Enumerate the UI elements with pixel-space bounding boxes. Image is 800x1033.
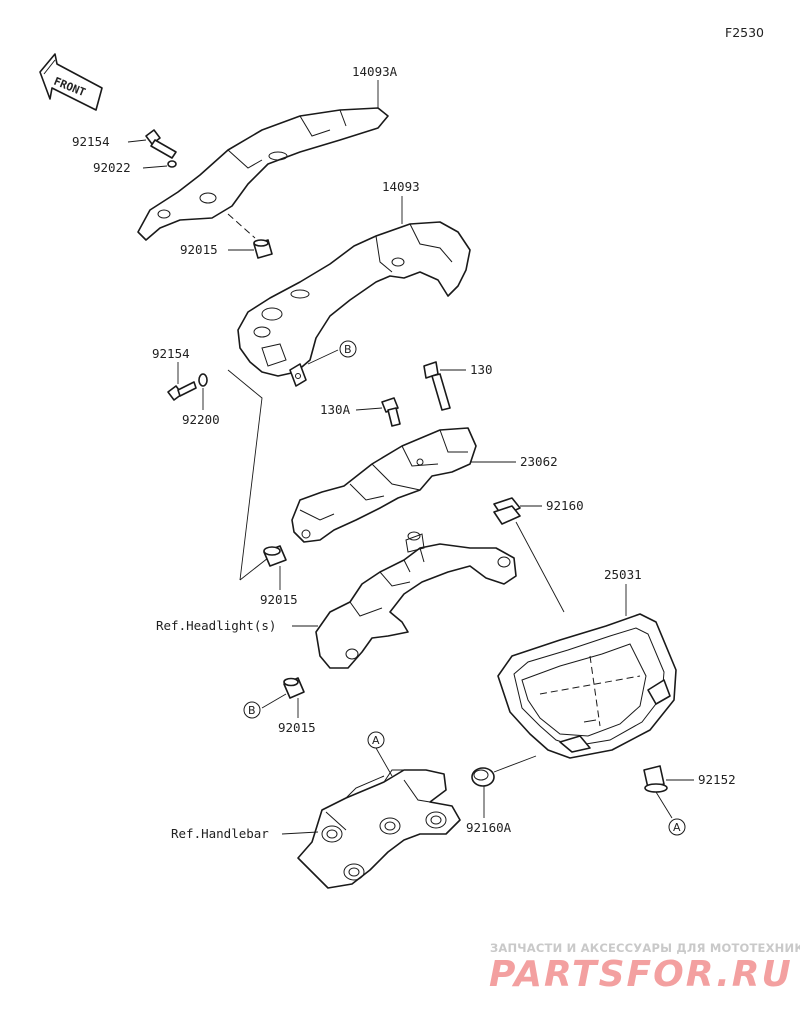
callout-a-lower (668, 818, 686, 836)
label-14093a: 14093A (352, 64, 398, 79)
figure-code: F2530 (725, 25, 764, 40)
label-92152: 92152 (698, 772, 736, 787)
label-14093: 14093 (382, 179, 420, 194)
label-92015-mid: 92015 (260, 592, 298, 607)
callout-b-lower (243, 701, 261, 719)
label-92154-mid: 92154 (152, 346, 190, 361)
collar-92015-mid (263, 545, 287, 567)
bolt-130a (381, 397, 401, 427)
callout-b-upper-label: B (344, 343, 352, 356)
watermark-logo: PARTSFOR.RU (489, 954, 793, 995)
cover-14093a (137, 107, 389, 241)
washer-92022 (167, 160, 177, 168)
collar-92015-top (253, 239, 273, 259)
ref-headlight: Ref.Headlight(s) (156, 618, 276, 633)
label-130a: 130A (320, 402, 351, 417)
watermark-tagline: ЗАПЧАСТИ И АКСЕССУАРЫ ДЛЯ МОТОТЕХНИКИ (490, 941, 800, 955)
label-25031: 25031 (604, 567, 642, 582)
label-92015-low: 92015 (278, 720, 316, 735)
callout-a-lower-label: A (673, 821, 681, 834)
grommet-92160a (471, 767, 495, 787)
label-92160: 92160 (546, 498, 584, 513)
cover-14093 (237, 221, 471, 387)
grommet-92160 (493, 497, 521, 525)
bolt-92154-top (145, 129, 177, 159)
collar-92015-low (283, 677, 305, 699)
ref-handlebar: Ref.Handlebar (171, 826, 269, 841)
label-92200: 92200 (182, 412, 220, 427)
label-23062: 23062 (520, 454, 558, 469)
bolt-92154-mid (167, 381, 197, 401)
meter-25031 (497, 613, 677, 759)
callout-b-upper (339, 340, 357, 358)
callout-a-upper-label: A (372, 734, 380, 747)
label-92022: 92022 (93, 160, 131, 175)
headlight-bracket (315, 531, 517, 669)
label-92154-top: 92154 (72, 134, 110, 149)
handlebar-clamp (297, 769, 461, 889)
bolt-130 (423, 361, 451, 411)
front-arrow-icon: FRONT (39, 53, 103, 111)
label-92015-top: 92015 (180, 242, 218, 257)
bracket-23062 (291, 427, 477, 543)
sleeve-92152 (643, 765, 668, 793)
callout-a-upper (367, 731, 385, 749)
label-130: 130 (470, 362, 493, 377)
washer-92200 (198, 373, 208, 387)
callout-b-lower-label: B (248, 704, 256, 717)
label-92160a: 92160A (466, 820, 512, 835)
